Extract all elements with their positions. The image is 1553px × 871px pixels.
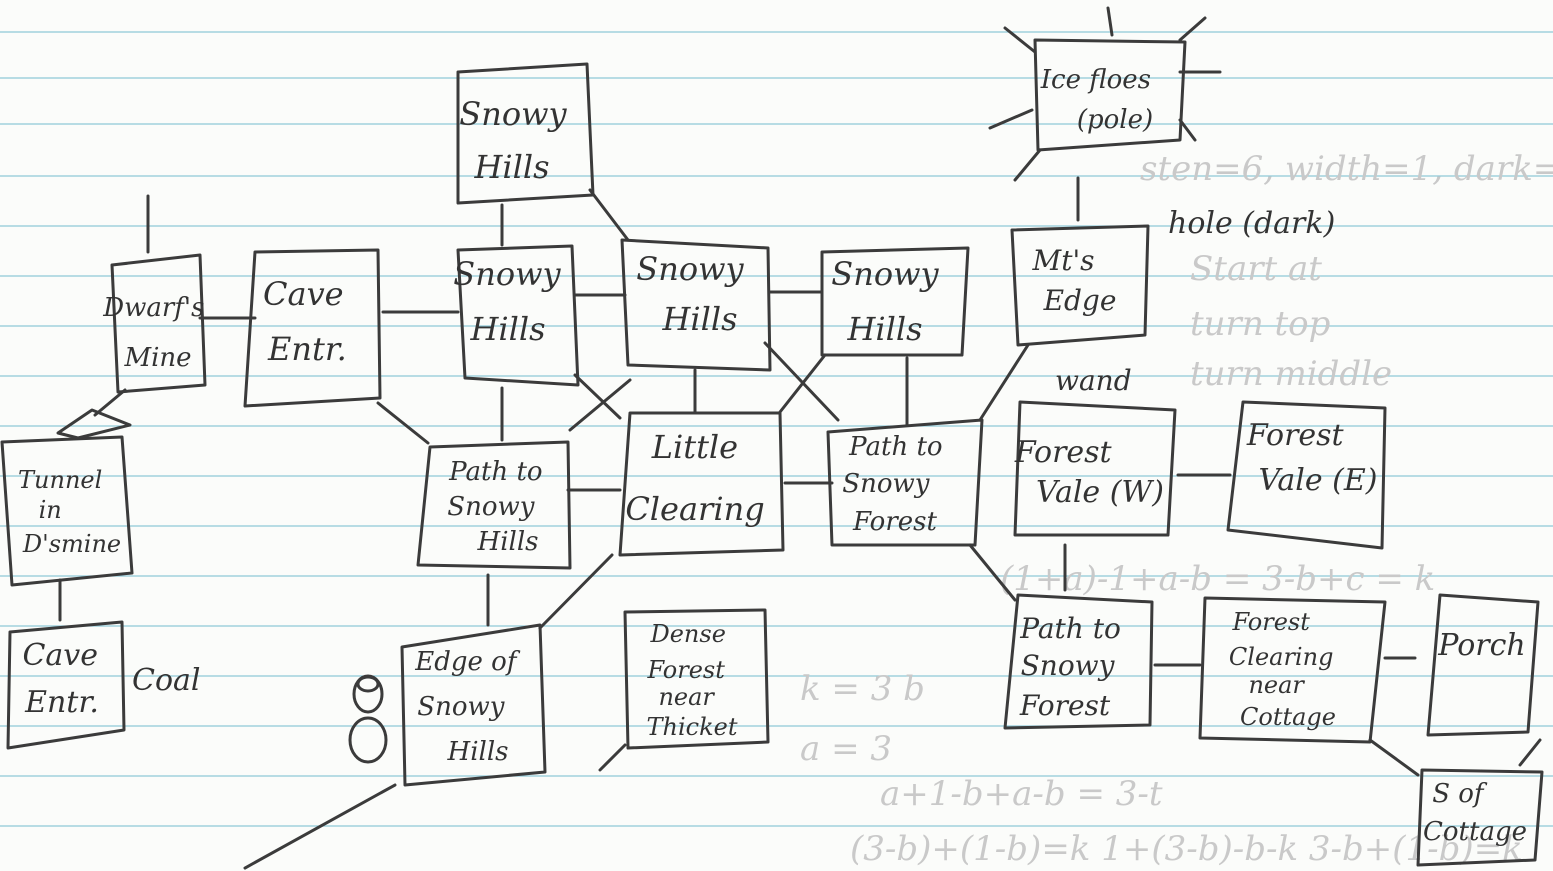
svg-text:(1+a)-1+a-b = 3-b+c = k: (1+a)-1+a-b = 3-b+c = k xyxy=(1000,559,1435,599)
tunnel-entry-diamond xyxy=(56,408,132,440)
room-mts-edge: Mt's Edge xyxy=(1032,244,1117,317)
svg-text:turn middle: turn middle xyxy=(1190,354,1392,394)
room-box-snowy-hills-c xyxy=(820,246,970,357)
room-dense-forest: Dense Forest near Thicket xyxy=(646,620,737,741)
room-box-forest-vale-w xyxy=(1013,400,1177,537)
room-path-to-snowy-forest-1: Path to Snowy Forest xyxy=(842,432,951,537)
room-box-porch xyxy=(1426,593,1540,737)
note-wand: wand xyxy=(1055,364,1132,397)
room-dwarfs-mine: Dwarf's Mine xyxy=(102,293,212,373)
room-box-path-to-snowy-hills xyxy=(416,440,572,570)
room-little-clearing: Little Clearing xyxy=(625,428,764,528)
note-hole: hole (dark) xyxy=(1168,206,1335,241)
room-box-dense-forest xyxy=(623,608,770,750)
room-box-dwarfs-mine xyxy=(110,253,207,394)
svg-text:sten=6, width=1, dark=2: sten=6, width=1, dark=2 xyxy=(1140,149,1553,189)
room-snowy-hills-c: Snowy Hills xyxy=(831,255,948,348)
room-box-path-to-snowy-forest-1 xyxy=(826,418,984,547)
room-snowy-hills-a: Snowy Hills xyxy=(453,255,570,348)
bleed-through-math: sten=6, width=1, dark=2 Start at turn to… xyxy=(800,149,1553,869)
room-box-snowy-hills-top xyxy=(456,62,595,205)
room-path-to-snowy-forest-2: Path to Snowy Forest xyxy=(1019,612,1130,722)
svg-text:turn top: turn top xyxy=(1190,304,1330,344)
note-coal: Coal xyxy=(132,663,201,698)
room-box-s-of-cottage xyxy=(1416,768,1544,867)
svg-text:a = 3: a = 3 xyxy=(800,729,892,769)
room-snowy-hills-b: Snowy Hills xyxy=(636,250,753,338)
ruled-lines xyxy=(0,31,1553,827)
room-box-tunnel xyxy=(0,435,134,587)
room-forest-vale-w: Forest Vale (W) xyxy=(1014,435,1164,510)
room-tunnel: Tunnel in D'smine xyxy=(18,466,121,558)
room-box-edge-of-snowy-hills xyxy=(400,623,547,787)
room-box-little-clearing xyxy=(618,411,785,557)
room-porch: Porch xyxy=(1437,628,1526,663)
room-forest-clearing: Forest Clearing near Cottage xyxy=(1229,608,1341,731)
room-path-to-snowy-hills: Path to Snowy Hills xyxy=(447,457,551,557)
connections xyxy=(58,6,1542,870)
room-edge-of-snowy-hills: Edge of Snowy Hills xyxy=(414,647,524,767)
notes: Coal hole (dark) wand xyxy=(132,206,1335,698)
room-box-snowy-hills-b xyxy=(620,238,772,372)
figure-8-marker xyxy=(348,674,388,764)
room-snowy-hills-top: Snowy Hills xyxy=(459,95,576,186)
room-box-mts-edge xyxy=(1010,224,1150,347)
room-box-forest-vale-e xyxy=(1226,400,1387,550)
room-s-of-cottage: S of Cottage xyxy=(1423,779,1527,847)
svg-text:k = 3 b: k = 3 b xyxy=(800,669,925,709)
room-box-cave-entrance-bottom xyxy=(6,620,126,750)
room-box-forest-clearing xyxy=(1198,596,1387,744)
room-box-ice-floes xyxy=(1033,38,1187,152)
room-cave-entrance-bottom: Cave Entr. xyxy=(22,638,107,720)
room-box-cave-entrance-top xyxy=(243,248,382,408)
room-cave-entrance-top: Cave Entr. xyxy=(263,275,354,368)
room-forest-vale-e: Forest Vale (E) xyxy=(1246,418,1378,498)
room-box-snowy-hills-a xyxy=(456,244,580,387)
svg-text:(3-b)+(1-b)=k 1+(3-b)-b-k 3-: (3-b)+(1-b)=k 1+(3-b)-b-k 3-b+(1-b)=k xyxy=(850,829,1523,869)
room-labels: Dwarf's Mine Cave Entr. Tunnel in D'smin… xyxy=(18,65,1527,847)
svg-text:Start at: Start at xyxy=(1190,249,1322,289)
svg-text:a+1-b+a-b = 3-t: a+1-b+a-b = 3-t xyxy=(880,774,1163,814)
room-boxes xyxy=(0,38,1544,867)
room-ice-floes: Ice floes (pole) xyxy=(1040,65,1159,135)
room-box-path-to-snowy-forest-2 xyxy=(1003,593,1154,730)
